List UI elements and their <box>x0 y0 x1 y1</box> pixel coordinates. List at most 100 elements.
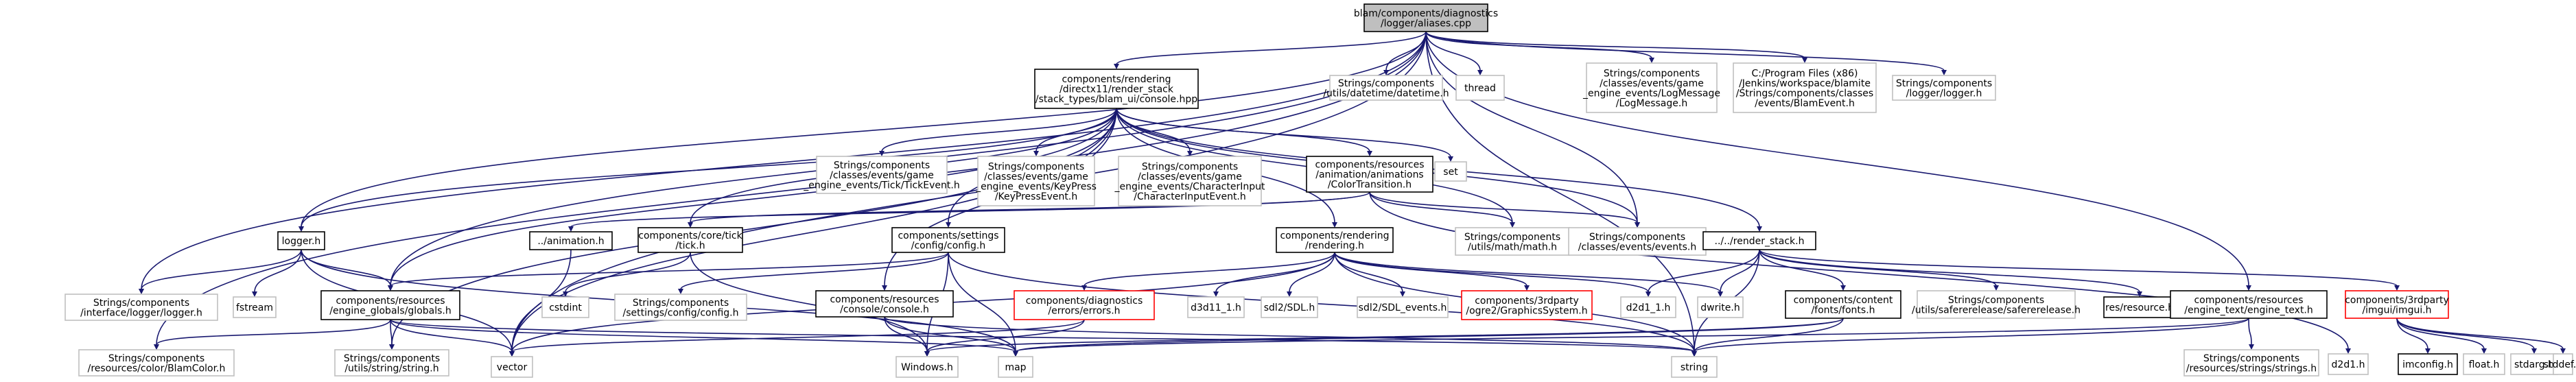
node-label-line: /engine_globals/globals.h <box>329 305 452 316</box>
node-label-line: /Jenkins/workspace/blamite <box>1739 78 1871 89</box>
node-label-line: blam/components/diagnostics <box>1354 8 1498 19</box>
edge-imgui-to-imconfig <box>2396 318 2431 354</box>
edge-colortrans-to-mathh <box>1369 191 1515 228</box>
node-console[interactable]: components/rendering/directx11/render_st… <box>1034 69 1199 109</box>
node-label-line: /utils/safererelease/safererelease.h <box>1912 305 2081 315</box>
node-box <box>1363 3 1488 32</box>
node-tickevent: Strings/components/classes/events/game_e… <box>803 156 960 194</box>
edge-rendering-to-sdl <box>1287 252 1335 297</box>
node-label-line: Strings/components <box>2203 353 2299 364</box>
edge-imgui-to-stdarg <box>2396 318 2537 354</box>
node-label-line: map <box>1005 362 1026 373</box>
node-d3d11: d3d11_1.h <box>1187 296 1245 318</box>
edge-loggerh-to-fstream <box>252 249 302 297</box>
edge-fontsh-to-map <box>1013 318 1844 357</box>
node-box <box>1034 69 1199 109</box>
node-imconfig[interactable]: imconfig.h <box>2398 353 2458 375</box>
node-label-line: components/rendering <box>1280 230 1389 241</box>
node-tick[interactable]: components/core/tick/tick.h <box>637 227 743 253</box>
node-label-line: components/resources <box>2194 295 2303 306</box>
node-label-line: /fonts/fonts.h <box>1811 305 1875 315</box>
node-consoleh[interactable]: components/resources/console/console.h <box>815 290 954 318</box>
node-colortrans[interactable]: components/resources/animation/animation… <box>1306 156 1433 193</box>
node-label-line: string <box>1681 362 1708 373</box>
node-label-line: Strings/components <box>633 298 729 309</box>
node-box <box>1785 290 1901 319</box>
edge-loggerh-to-ifacelogger <box>139 249 302 294</box>
node-label-line: components/resources <box>1315 160 1424 171</box>
edge-config-to-settingsconfig <box>678 252 949 294</box>
node-renderstack[interactable]: ../../render_stack.h <box>1702 231 1816 250</box>
node-box <box>1455 227 1570 256</box>
node-box <box>277 231 325 250</box>
node-label-line: stdarg.h <box>2514 359 2554 370</box>
node-aliases[interactable]: blam/components/diagnostics/logger/alias… <box>1354 3 1498 32</box>
file-nodes: blam/components/diagnostics/logger/alias… <box>65 3 2576 378</box>
node-label-line: /utils/datetime/datetime.h <box>1323 88 1449 99</box>
node-fontsh[interactable]: components/content/fonts/fonts.h <box>1785 290 1901 319</box>
node-rendering[interactable]: components/rendering/rendering.h <box>1276 227 1394 253</box>
node-globals[interactable]: components/resources/engine_globals/glob… <box>320 290 460 320</box>
node-box <box>2510 353 2558 375</box>
node-label-line: Strings/components <box>988 161 1084 172</box>
node-label-line: fstream <box>236 302 273 313</box>
node-fstream: fstream <box>233 296 277 318</box>
node-box <box>2553 353 2573 375</box>
node-animation[interactable]: ../animation.h <box>529 231 613 250</box>
node-label-line: /classes/events/game <box>984 171 1088 182</box>
node-label-line: Strings/components <box>1464 232 1560 243</box>
node-label-line: components/3rdparty <box>1475 296 1579 307</box>
edge-loggerh-to-globals <box>301 249 393 291</box>
edge-aliases-to-blamevent <box>1425 31 1807 63</box>
node-box <box>1733 62 1877 113</box>
node-label-line: C:/Program Files (x86) <box>1752 68 1858 79</box>
edge-errors-to-vector <box>509 319 1085 357</box>
node-box <box>815 290 954 318</box>
node-label-line: Strings/components <box>834 160 930 171</box>
node-box <box>2345 290 2449 319</box>
node-vector: vector <box>491 356 533 378</box>
node-blamevent: C:/Program Files (x86)/Jenkins/workspace… <box>1733 62 1877 113</box>
node-label-line: d2d1.h <box>2332 359 2365 370</box>
node-label-line: /logger/aliases.cpp <box>1381 18 1471 29</box>
node-label-line: thread <box>1464 83 1496 94</box>
node-box <box>334 349 449 377</box>
node-box <box>1586 62 1718 113</box>
edge-imgui-to-float <box>2396 318 2487 354</box>
node-label-line: sdl2/SDL_events.h <box>1359 302 1447 313</box>
node-box <box>637 227 743 253</box>
node-box <box>491 356 533 378</box>
node-enginetext[interactable]: components/resources/engine_text/engine_… <box>2170 290 2328 319</box>
edge-rendering-to-d3d11 <box>1213 252 1335 297</box>
node-label-line: /imgui/imgui.h <box>2362 305 2431 315</box>
node-cstdint: cstdint <box>541 296 589 318</box>
node-config[interactable]: components/settings/config/config.h <box>891 227 1005 253</box>
edge-colortrans-to-tick <box>688 191 1370 228</box>
node-resresource[interactable]: res/resource.h <box>2103 296 2176 318</box>
node-label-line: _engine_events/Tick/TickEvent.h <box>803 180 959 191</box>
node-loggerstr: Strings/components/logger/logger.h <box>1892 75 1996 101</box>
node-box <box>1917 290 2076 319</box>
node-loggerh[interactable]: logger.h <box>277 231 325 250</box>
edge-aliases-to-eventsh <box>1425 31 1640 228</box>
node-label-line: /interface/logger/logger.h <box>80 307 202 318</box>
node-box <box>614 294 747 321</box>
node-box <box>1187 296 1245 318</box>
node-box <box>1329 75 1443 101</box>
node-dwrite: dwrite.h <box>1697 296 1744 318</box>
node-label-line: /KeyPressEvent.h <box>995 191 1077 202</box>
edge-renderstack-to-safererelease <box>1759 249 1999 291</box>
node-ogre: components/3rdparty/ogre2/GraphicsSystem… <box>1461 290 1593 320</box>
node-label-line: Strings/components <box>1896 78 1992 89</box>
node-set: set <box>1434 161 1467 182</box>
node-box <box>1434 161 1467 182</box>
node-box <box>1892 75 1996 101</box>
node-label-line: /settings/config/config.h <box>623 307 739 318</box>
node-box <box>65 294 218 321</box>
node-label-line: d3d11_1.h <box>1191 302 1241 313</box>
node-d2d1: d2d1_1.h <box>1620 296 1676 318</box>
node-label-line: Windows.h <box>901 362 953 373</box>
node-box <box>1568 227 1707 256</box>
node-map: map <box>998 356 1033 378</box>
node-box <box>816 156 948 194</box>
